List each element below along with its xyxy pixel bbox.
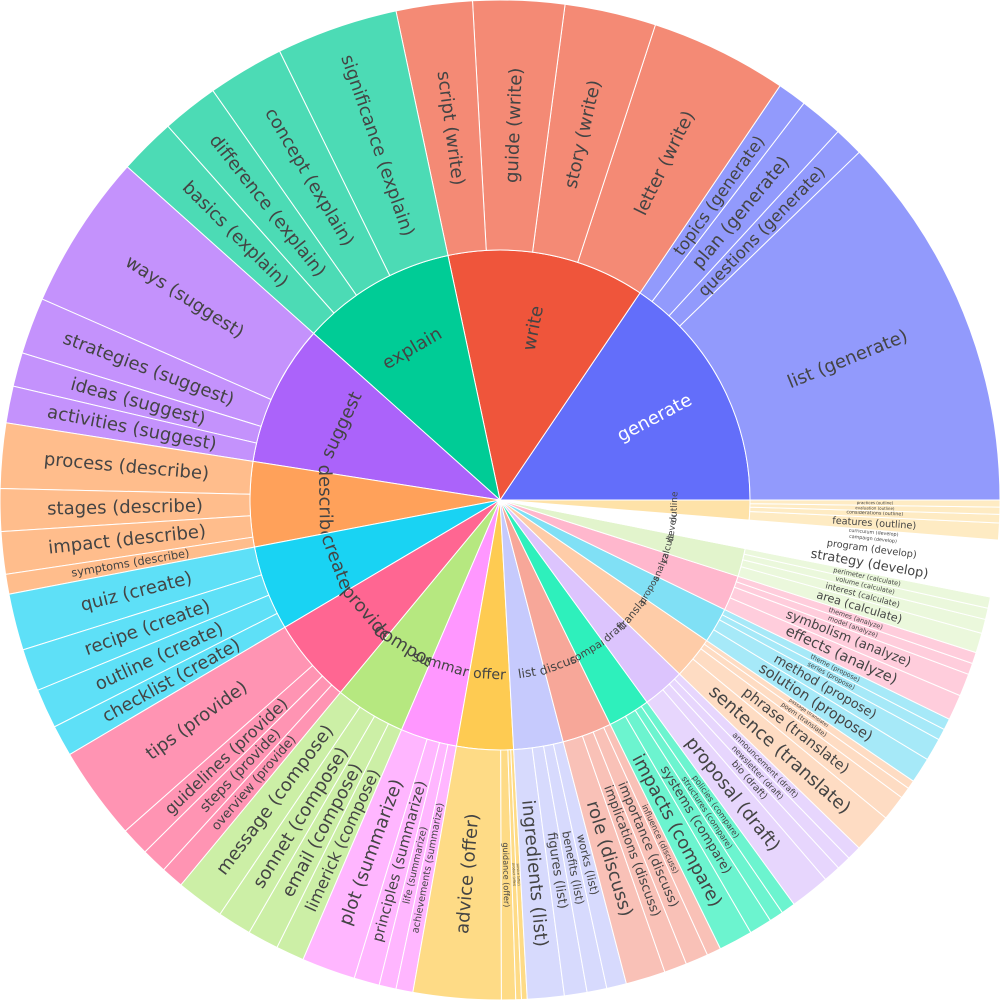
label-considerations-outline: considerations (outline) [846,509,903,517]
label-campaign-develop: campaign (develop) [849,534,898,545]
label-guidance-offer: guidance (offer) [501,842,512,907]
label-describe: describe [314,464,336,541]
label-product-offer: product (offer) [512,863,517,886]
label-curriculum-develop: curriculum (develop) [848,528,898,538]
label-outline: outline [669,491,680,523]
label-stages-describe: stages (describe) [47,495,203,519]
label-guide-write: guide (write) [501,67,526,183]
sector-list-generate [678,151,1000,501]
label-offer: offer [473,666,507,684]
label-practices-outline: practices (outline) [857,500,894,505]
label-list: list [517,665,537,682]
label-evaluation-outline: evaluation (outline) [855,505,895,511]
label-features-outline: features (outline) [832,516,917,532]
label-service-offer: service (offer) [516,863,521,886]
